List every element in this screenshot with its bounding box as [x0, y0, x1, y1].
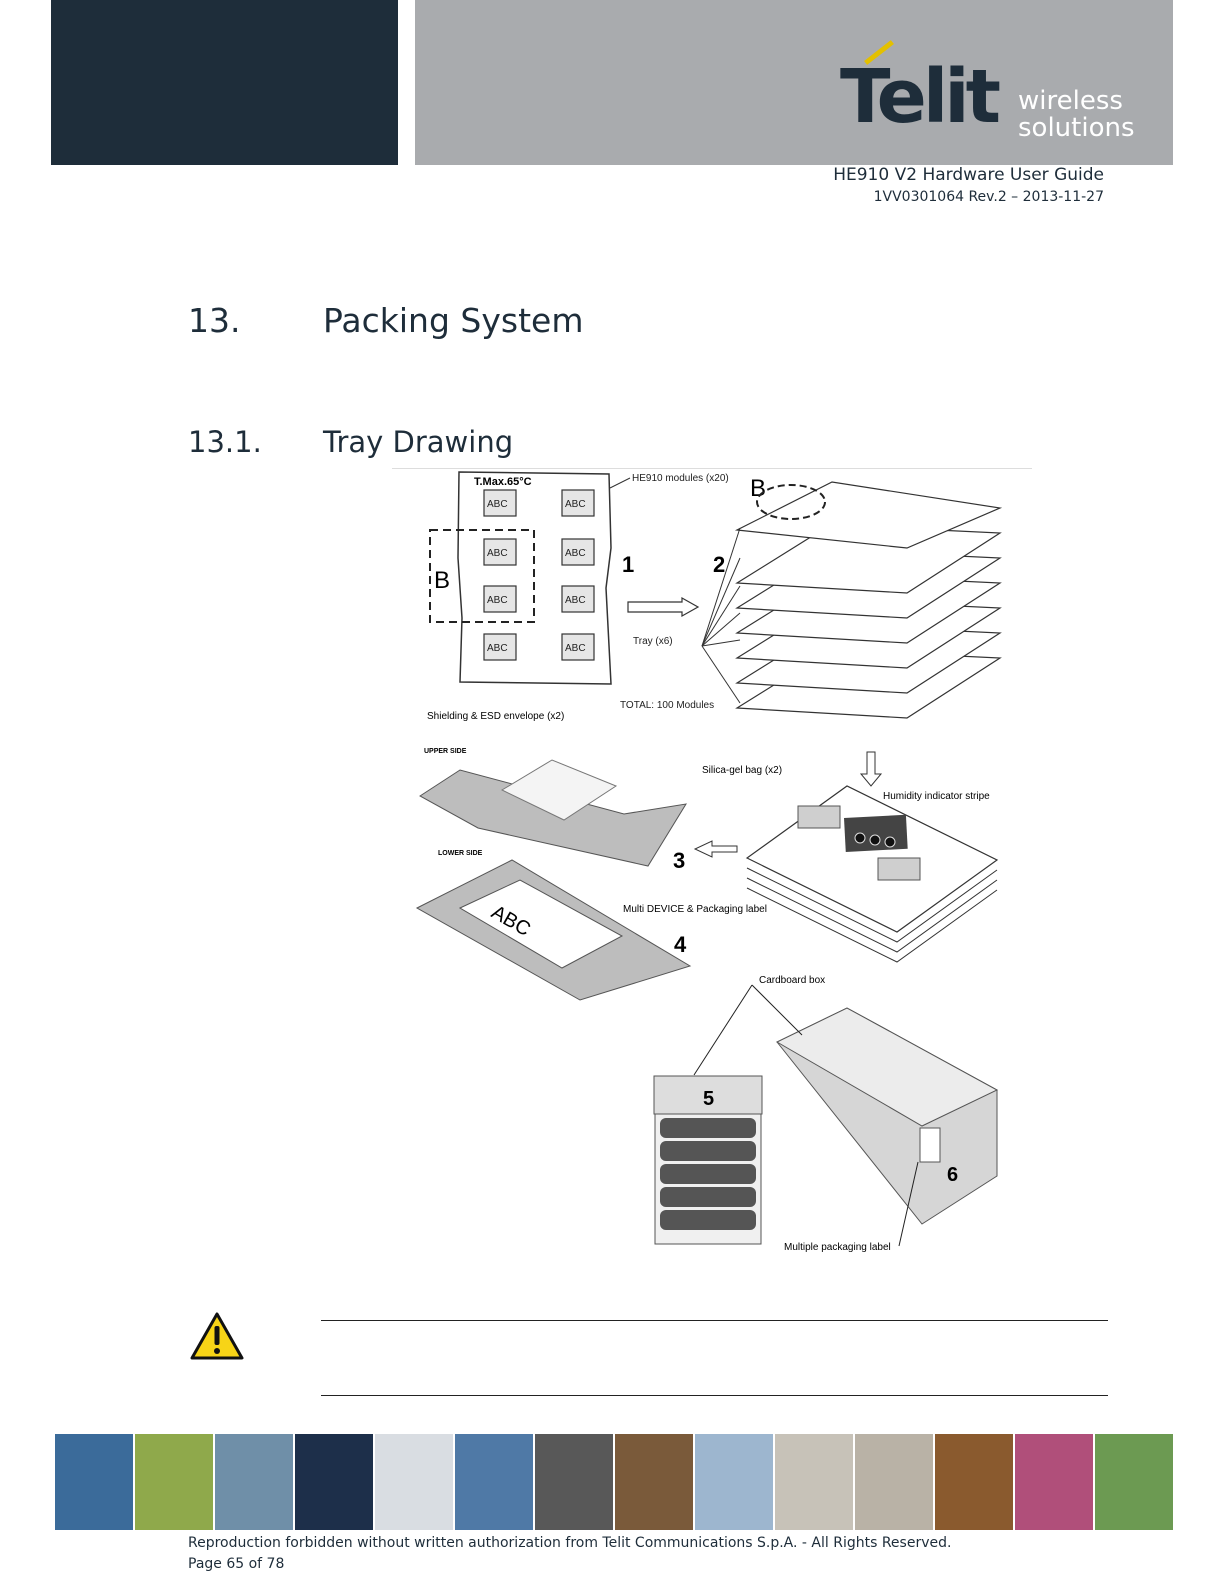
module-label: ABC	[565, 643, 586, 654]
footer-photo	[935, 1434, 1013, 1530]
callout-multi-label: Multiple packaging label	[784, 1242, 891, 1253]
label-lower-side: LOWER SIDE	[438, 850, 483, 857]
footer-photo	[1095, 1434, 1173, 1530]
footer-photo	[215, 1434, 293, 1530]
callout-modules: HE910 modules (x20)	[632, 473, 729, 484]
flow-arrow	[628, 598, 698, 616]
tray-drawing-figure: T.Max.65°C ABC ABC ABC ABC ABC ABC ABC A…	[392, 468, 1032, 1268]
module-label: ABC	[565, 499, 586, 510]
footer-photo	[615, 1434, 693, 1530]
header-dark-panel	[51, 0, 398, 165]
footer-image-strip	[55, 1434, 1173, 1530]
section-number: 13.	[188, 301, 240, 340]
footer-photo	[295, 1434, 373, 1530]
module-label: ABC	[565, 595, 586, 606]
module-label: ABC	[487, 643, 508, 654]
tray-drawing-svg: T.Max.65°C ABC ABC ABC ABC ABC ABC ABC A…	[392, 468, 1032, 1268]
callout-label: Multi DEVICE & Packaging label	[623, 904, 767, 915]
footer-photo	[55, 1434, 133, 1530]
detail-letter: B	[434, 567, 450, 594]
note-bottom-rule	[321, 1395, 1108, 1396]
tray-marking: T.Max.65°C	[474, 476, 532, 488]
callout-box: Cardboard box	[759, 975, 825, 986]
company-logo: Telit	[840, 60, 997, 134]
subsection-number: 13.1.	[188, 425, 262, 459]
callout-humidity: Humidity indicator stripe	[883, 791, 990, 802]
footer-copyright: Reproduction forbidden without written a…	[188, 1535, 951, 1551]
document-revision: 1VV0301064 Rev.2 – 2013-11-27	[874, 189, 1104, 205]
label-upper-side: UPPER SIDE	[424, 748, 467, 755]
subsection-title: Tray Drawing	[323, 425, 513, 459]
callout-tray: Tray (x6)	[633, 636, 673, 647]
footer-page-number: Page 65 of 78	[188, 1556, 284, 1572]
logo-tagline: wireless solutions	[1018, 88, 1135, 142]
callout-silica: Silica-gel bag (x2)	[702, 765, 782, 776]
footer-photo	[455, 1434, 533, 1530]
note-top-rule	[321, 1320, 1108, 1321]
footer-photo	[535, 1434, 613, 1530]
step-number: 2	[713, 552, 725, 577]
callout-envelope: Shielding & ESD envelope (x2)	[427, 711, 564, 722]
document-title: HE910 V2 Hardware User Guide	[833, 165, 1104, 185]
footer-photo	[695, 1434, 773, 1530]
step-number: 6	[947, 1164, 958, 1186]
section-title: Packing System	[323, 301, 583, 340]
module-label: ABC	[487, 595, 508, 606]
module-label: ABC	[487, 548, 508, 559]
step-number: 5	[703, 1088, 714, 1110]
step-number: 3	[673, 848, 685, 873]
step-number: 1	[622, 552, 634, 577]
module-label: ABC	[565, 548, 586, 559]
step-number: 4	[674, 932, 687, 957]
detail-letter: B	[750, 475, 766, 502]
footer-photo	[1015, 1434, 1093, 1530]
footer-photo	[375, 1434, 453, 1530]
callout-total: TOTAL: 100 Modules	[620, 700, 714, 711]
footer-photo	[855, 1434, 933, 1530]
logo-tagline-line2: solutions	[1018, 115, 1135, 142]
warning-icon	[190, 1311, 244, 1361]
logo-tagline-line1: wireless	[1018, 88, 1135, 115]
footer-photo	[135, 1434, 213, 1530]
footer-photo	[775, 1434, 853, 1530]
module-label: ABC	[487, 499, 508, 510]
